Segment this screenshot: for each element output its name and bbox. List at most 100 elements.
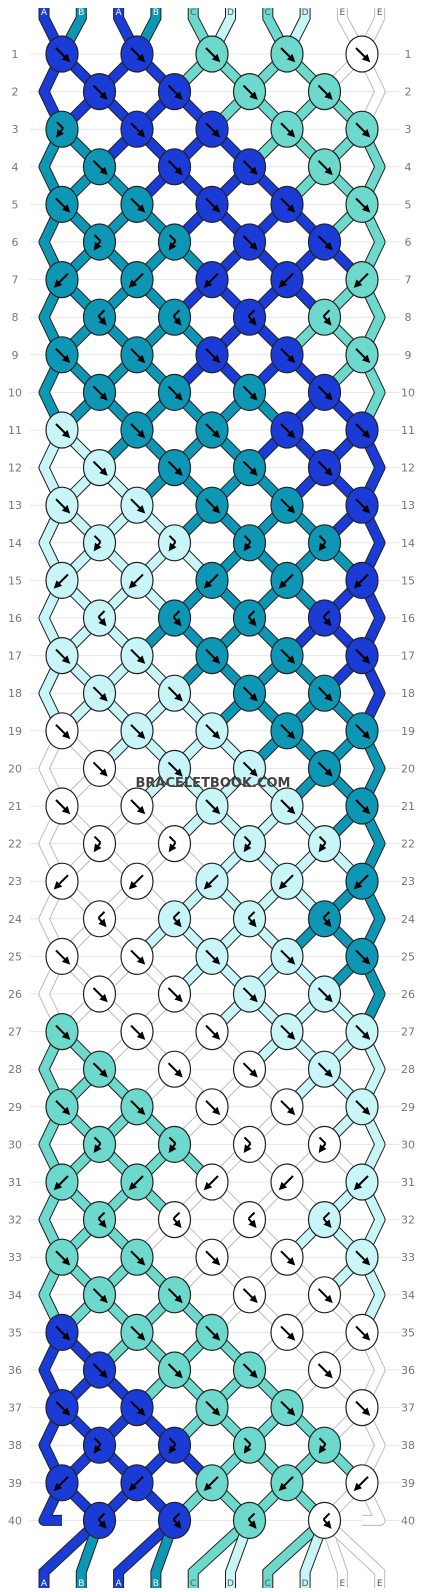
knot-arrow-icon [130,648,146,664]
row-number-right: 20 [401,762,415,775]
row-number-right: 25 [401,950,415,963]
knot [45,336,79,374]
knot-arrow-icon [92,1062,108,1078]
knot [345,110,379,148]
knot [345,411,379,449]
knot-arrow-icon [355,122,371,138]
knot-arrow-icon [92,160,108,176]
knot [120,561,154,600]
knot [345,185,379,223]
knot-arrow-icon [355,47,371,63]
knot [345,486,379,524]
knot [157,298,192,336]
knot-arrow-icon [55,498,71,514]
knot [232,975,267,1013]
strand-label-bottom: B [153,1579,159,1589]
knot-arrow-icon [280,1100,296,1116]
knot [345,712,379,750]
knot [195,787,229,825]
knot [307,524,342,562]
strand-label-bottom: C [265,1579,271,1589]
knot-arrow-icon [97,1518,107,1529]
knot-arrow-icon [130,1400,146,1416]
knot-arrow-icon [93,1443,102,1454]
knot-arrow-icon [247,917,257,928]
knot [232,1276,267,1314]
knot [157,749,192,788]
row-number-right: 5 [405,198,412,211]
knot-arrow-icon [93,240,102,251]
knot-arrow-icon [53,874,69,890]
knot [270,110,304,148]
row-number-left: 22 [8,838,22,851]
knot [345,1464,379,1502]
knot [232,824,267,863]
knot [82,824,117,863]
knot-arrow-icon [55,1250,71,1266]
knot [345,1238,379,1276]
knot-arrow-icon [130,47,146,63]
knot [232,1351,267,1389]
knot [195,937,229,976]
knot-arrow-icon [167,686,183,702]
knot [82,1501,117,1540]
knot-arrow-icon [280,1400,296,1416]
row-number-left: 29 [8,1101,22,1114]
knot [45,35,79,73]
knot-arrow-icon [317,1363,333,1379]
knot [345,336,379,374]
knot [195,1464,229,1502]
knot-arrow-icon [172,616,182,627]
knot-arrow-icon [242,761,258,777]
knot [82,223,117,261]
knot-arrow-icon [172,610,181,618]
knot-arrow-icon [130,1100,146,1116]
knot-arrow-icon [172,1512,181,1521]
knot-arrow-icon [167,160,183,176]
knot-arrow-icon [130,122,146,138]
knot-arrow-icon [242,1288,258,1304]
knot [307,1276,342,1314]
knot-arrow-icon [247,315,257,326]
knot-arrow-icon [322,1211,331,1220]
knot-arrow-icon [56,127,65,138]
knot [232,298,267,336]
row-number-right: 33 [401,1251,415,1264]
knot-arrow-icon [205,498,221,514]
knot [270,937,304,976]
strand-label-top: D [227,8,234,18]
knot-arrow-icon [322,309,331,317]
knot [307,599,342,637]
knot-arrow-icon [168,1136,177,1145]
knot-arrow-icon [322,1518,332,1529]
knot [45,185,79,223]
knot-arrow-icon [167,1363,183,1379]
knot-arrow-icon [97,917,107,928]
row-number-right: 8 [405,311,412,324]
strand-label-bottom: E [340,1579,346,1589]
knot-arrow-icon [167,385,183,401]
knot-arrow-icon [242,160,258,176]
knot [45,110,79,148]
knot [345,261,379,299]
knot [345,1163,379,1201]
knot [270,787,304,825]
knot-arrow-icon [280,498,296,514]
row-number-left: 1 [12,48,19,61]
knot [270,261,304,299]
row-number-right: 30 [401,1138,415,1151]
knot [157,1125,192,1164]
knot-arrow-icon [247,309,256,317]
knot [82,599,117,637]
row-number-right: 40 [401,1514,415,1527]
knot-arrow-icon [130,799,146,815]
knot [45,636,79,675]
knot [195,411,229,449]
strand-label-top: A [41,8,48,18]
knot [270,1464,304,1502]
knot [270,1388,304,1427]
knot-arrow-icon [318,835,327,844]
knot-arrow-icon [130,1250,146,1266]
knot [232,1200,267,1239]
knot [232,749,267,788]
